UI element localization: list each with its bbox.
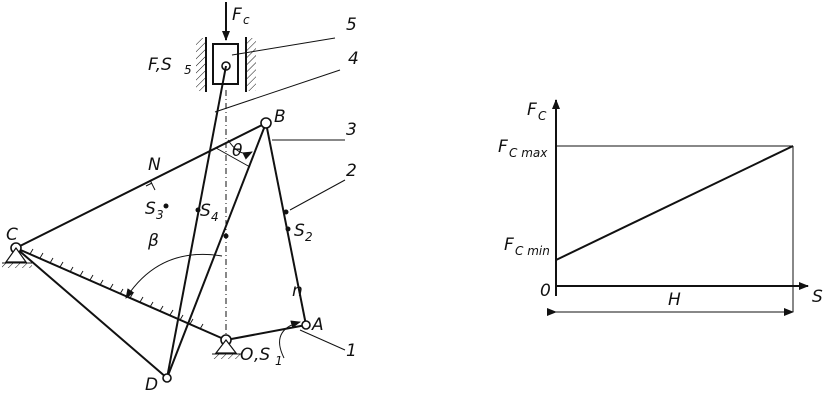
joint-B: [260, 117, 272, 129]
pivot-dot: [223, 233, 229, 239]
label-S4-sub: 4: [211, 210, 219, 224]
link-2: [265, 122, 307, 326]
link-5-label: 5: [346, 15, 357, 35]
label-S2-sub: 2: [305, 230, 313, 244]
label-S1-sub: 1: [275, 354, 283, 368]
fs5-label: F,S: [148, 55, 172, 75]
ylabel-sub: C: [538, 109, 547, 123]
label-O-comma: ,S: [254, 345, 270, 365]
ground-C: [2, 246, 32, 268]
mass-S2b: [285, 226, 291, 232]
theta-arc: [227, 139, 253, 160]
link-1: [225, 324, 307, 341]
beta-arc: [125, 253, 223, 299]
joint-A: [301, 320, 311, 330]
frame-hatch: [29, 248, 204, 330]
label-C: C: [6, 225, 18, 245]
n-label: n: [292, 281, 303, 301]
theta-ref: [215, 147, 251, 168]
mass-S4: [195, 207, 201, 213]
ylabel: F: [527, 100, 537, 120]
frame-line: [15, 247, 227, 341]
link-3-CD: [15, 247, 168, 379]
label-A: A: [311, 315, 324, 335]
force-chart: F C F C max F C min 0 S H: [498, 99, 823, 316]
link-2-label: 2: [346, 161, 357, 181]
label-N: N: [148, 155, 161, 175]
xlabel: S: [812, 287, 823, 307]
fs5-sub: 5: [184, 63, 192, 77]
link-4: [166, 65, 227, 379]
force-label-sub: c: [243, 13, 250, 27]
beta-label: β: [147, 231, 159, 251]
label-B: B: [274, 107, 286, 127]
fmax-label: F: [498, 137, 508, 157]
theta-label: θ: [232, 141, 243, 161]
n-arc: [279, 320, 301, 359]
joint-D: [162, 373, 172, 383]
link-1-label: 1: [346, 341, 357, 361]
force-line: [555, 145, 794, 261]
fmin-label: F: [504, 235, 514, 255]
ground-O: [212, 339, 242, 359]
link-3-BD: [166, 122, 267, 379]
n-marker: [149, 179, 156, 191]
fmin-sub: C min: [515, 244, 550, 258]
fmax-sub: C max: [509, 146, 548, 160]
link-4-label: 4: [348, 49, 359, 69]
label-S2: S: [294, 221, 305, 241]
slider-guides: [196, 37, 256, 92]
force-label: F: [232, 5, 242, 25]
label-D: D: [145, 375, 158, 395]
label-O: O: [240, 345, 253, 365]
link-3-label: 3: [346, 120, 357, 140]
mass-S3: [163, 203, 169, 209]
mechanism-diagram: F c: [2, 2, 359, 395]
mass-S2: [283, 209, 289, 215]
label-S3-sub: 3: [156, 208, 164, 222]
h-label: H: [668, 290, 681, 310]
link-leaders: [214, 37, 346, 351]
origin-label: 0: [540, 281, 551, 301]
label-S4: S: [200, 201, 211, 221]
link-3-CB: [15, 122, 267, 249]
label-S3: S: [145, 199, 156, 219]
